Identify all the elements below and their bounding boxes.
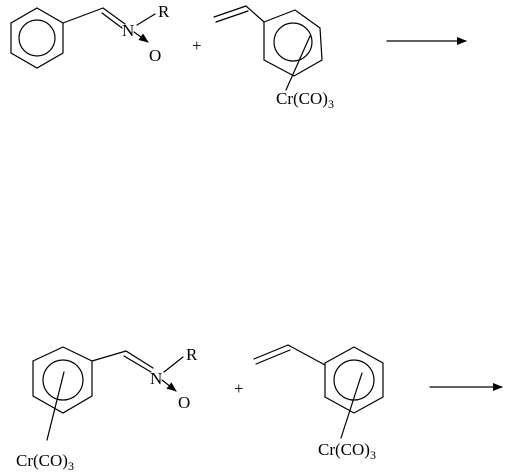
nitrone-2-r-label: R [186, 345, 198, 364]
styrene-1-metal-label: Cr(CO)3 [276, 89, 334, 111]
styrene-1-metal-bond [285, 35, 311, 91]
styrene-1-benzene-ring [263, 9, 323, 77]
styrene-2-vinyl-double-bond-b [255, 349, 291, 365]
nitrone-1-c-n-double-bond [102, 7, 126, 25]
nitrone-2-n-r-bond [163, 356, 184, 373]
styrene-complex-2: Cr(CO)3 [253, 344, 384, 462]
reaction-2: Cr(CO)3 N R O + Cr(CO)3 [16, 344, 503, 473]
nitrone-2-ring-to-ch-bond [91, 350, 127, 362]
nitrone-2-n-o-dative-bond [161, 379, 177, 392]
nitrone-2-metal-label: Cr(CO)3 [16, 451, 74, 473]
nitrone-2-c-n-double-bond [125, 350, 154, 369]
nitrone-1: N R O [10, 2, 170, 69]
nitrone-1-ring-to-ch-bond [62, 7, 104, 24]
nitrone-1-o-label: O [149, 46, 161, 65]
styrene-1-vinyl-to-ring-bond [245, 5, 265, 23]
nitrone-2-c-n-double-bond-2 [123, 355, 152, 373]
nitrone-1-n-label: N [122, 21, 134, 40]
nitrone-1-c-n-double-bond-2 [101, 12, 123, 29]
nitrone-1-n-r-bond [136, 13, 156, 26]
nitrone-complex-2: Cr(CO)3 N R O [16, 345, 198, 473]
nitrone-2-o-label: O [178, 393, 190, 412]
styrene-1-aromatic-circle [273, 22, 313, 62]
nitrone-2-n-label: N [150, 369, 162, 388]
styrene-complex-1: Cr(CO)3 [213, 5, 334, 111]
styrene-2-vinyl-double-bond-a [253, 344, 289, 360]
styrene-2-metal-label: Cr(CO)3 [318, 440, 376, 462]
plus-sign-1: + [192, 36, 202, 55]
reaction-1: N R O + Cr(CO)3 [10, 2, 467, 111]
styrene-2-benzene-ring [324, 346, 384, 414]
plus-sign-2: + [234, 379, 244, 398]
nitrone-2-metal-bond [46, 371, 65, 441]
styrene-2-vinyl-to-ring-bond [287, 344, 326, 366]
nitrone-2-aromatic-circle [42, 359, 84, 401]
styrene-1-vinyl-double-bond-b [215, 10, 249, 23]
styrene-1-vinyl-double-bond-a [213, 5, 247, 18]
styrene-2-metal-bond [340, 372, 363, 439]
nitrone-1-n-o-dative-bond [133, 31, 149, 43]
nitrone-1-aromatic-circle [18, 19, 56, 57]
nitrone-1-r-label: R [158, 2, 170, 21]
styrene-2-aromatic-circle [333, 359, 375, 401]
